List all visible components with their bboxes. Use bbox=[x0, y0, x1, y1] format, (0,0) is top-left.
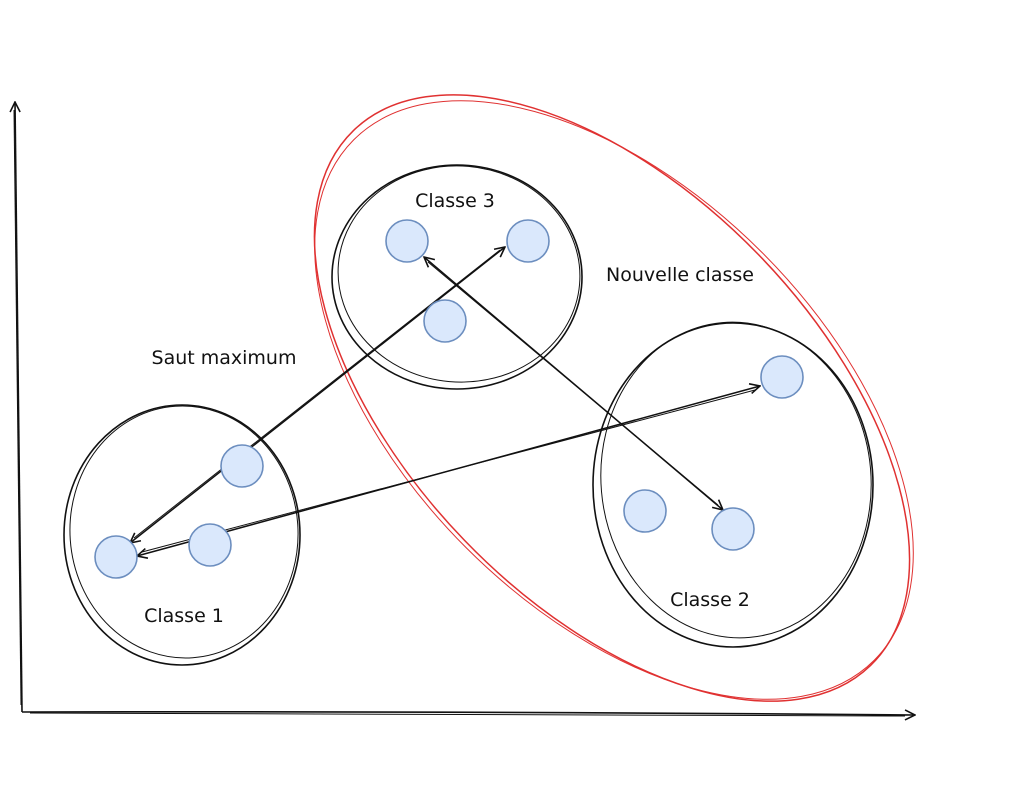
new-class-ellipse bbox=[313, 94, 914, 702]
data-point bbox=[760, 355, 804, 399]
data-point bbox=[94, 535, 138, 579]
class-1-label: Classe 1 bbox=[144, 605, 224, 627]
arrow-class1-to-class3 bbox=[130, 247, 505, 543]
max-jump-label: Saut maximum bbox=[152, 347, 297, 369]
data-point bbox=[711, 507, 755, 551]
arrow-class3-to-class2 bbox=[424, 257, 723, 510]
y-axis bbox=[14, 102, 23, 713]
data-point bbox=[188, 523, 232, 567]
x-axis bbox=[21, 712, 915, 716]
data-points bbox=[94, 219, 804, 579]
class-3-label: Classe 3 bbox=[415, 190, 495, 212]
data-point bbox=[623, 489, 667, 533]
class-2-label: Classe 2 bbox=[670, 589, 750, 611]
data-point bbox=[423, 299, 467, 343]
new-class-label: Nouvelle classe bbox=[606, 264, 754, 286]
data-point bbox=[220, 444, 264, 488]
data-point bbox=[385, 219, 429, 263]
data-point bbox=[506, 219, 550, 263]
